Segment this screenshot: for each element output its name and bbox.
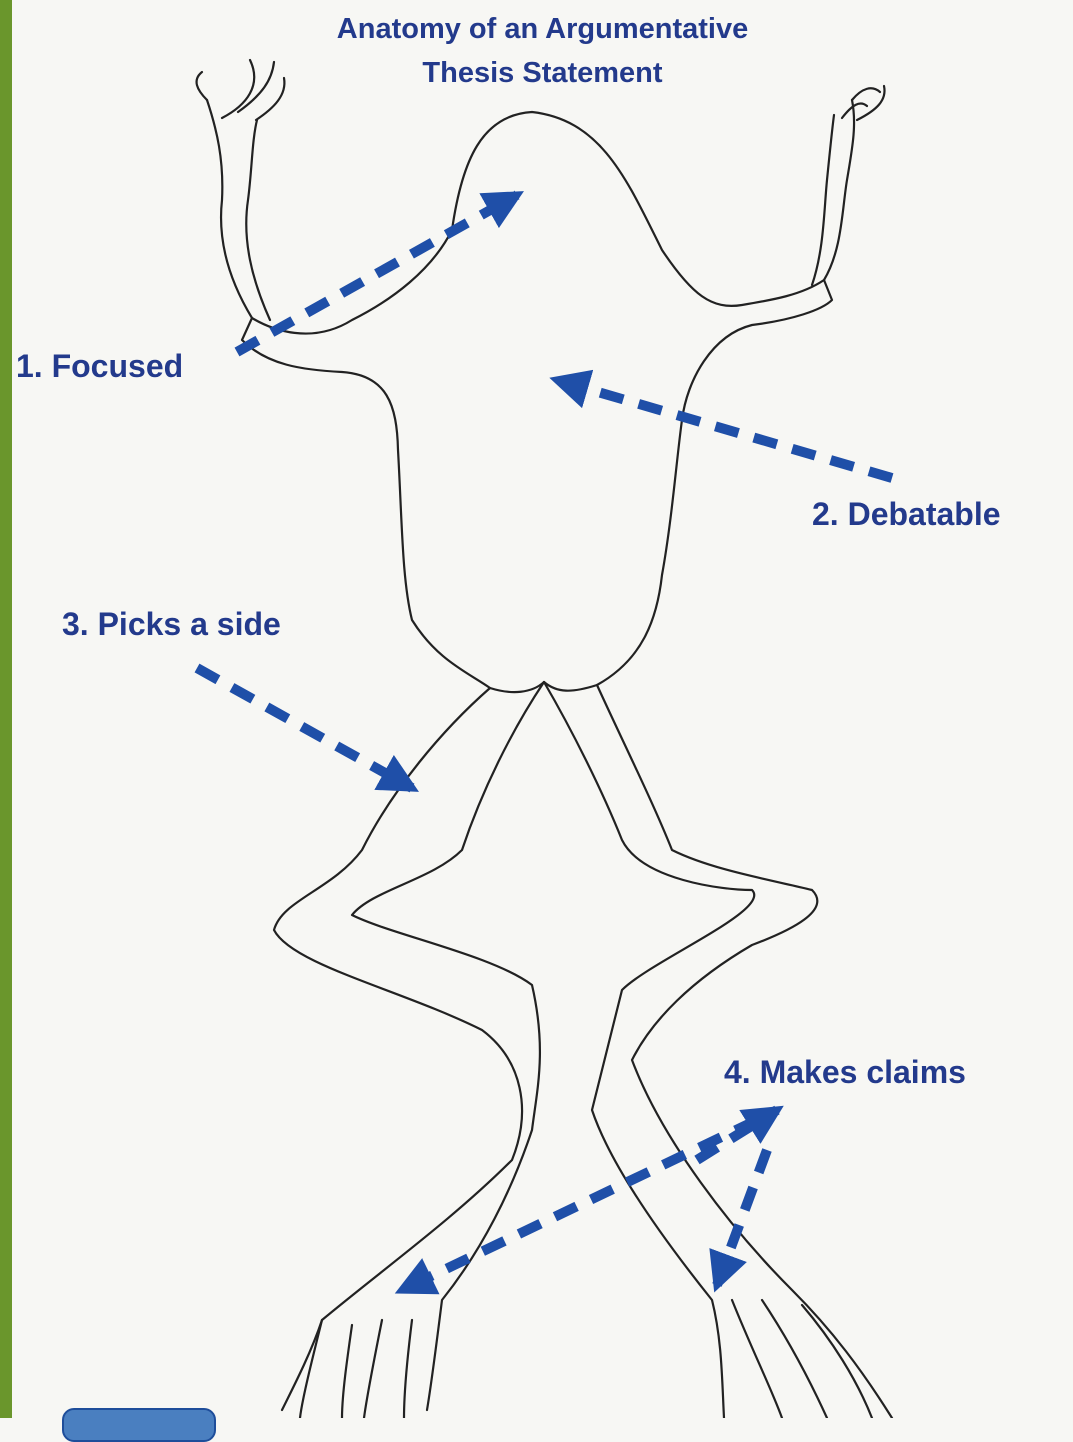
arrow-focused: [237, 195, 517, 352]
frog-diagram: [12, 0, 1073, 1418]
label-debatable: 2. Debatable: [812, 496, 1001, 532]
label-focused: 1. Focused: [16, 348, 183, 384]
frog-outline: [197, 60, 892, 1418]
accent-bar: [0, 0, 12, 1418]
diagram-stage: Anatomy of an Argumentative Thesis State…: [12, 0, 1073, 1418]
nav-button[interactable]: [62, 1408, 216, 1442]
arrow-claims-down: [717, 1150, 767, 1285]
label-picks-side: 3. Picks a side: [62, 606, 281, 642]
arrow-claims-left: [402, 1120, 757, 1290]
arrows: [197, 195, 892, 1290]
title-line-2: Thesis Statement: [12, 56, 1073, 90]
label-makes-claims: 4. Makes claims: [724, 1054, 966, 1090]
arrow-debatable: [557, 380, 892, 478]
arrow-picks-side: [197, 668, 412, 788]
title-line-1: Anatomy of an Argumentative: [12, 12, 1073, 46]
